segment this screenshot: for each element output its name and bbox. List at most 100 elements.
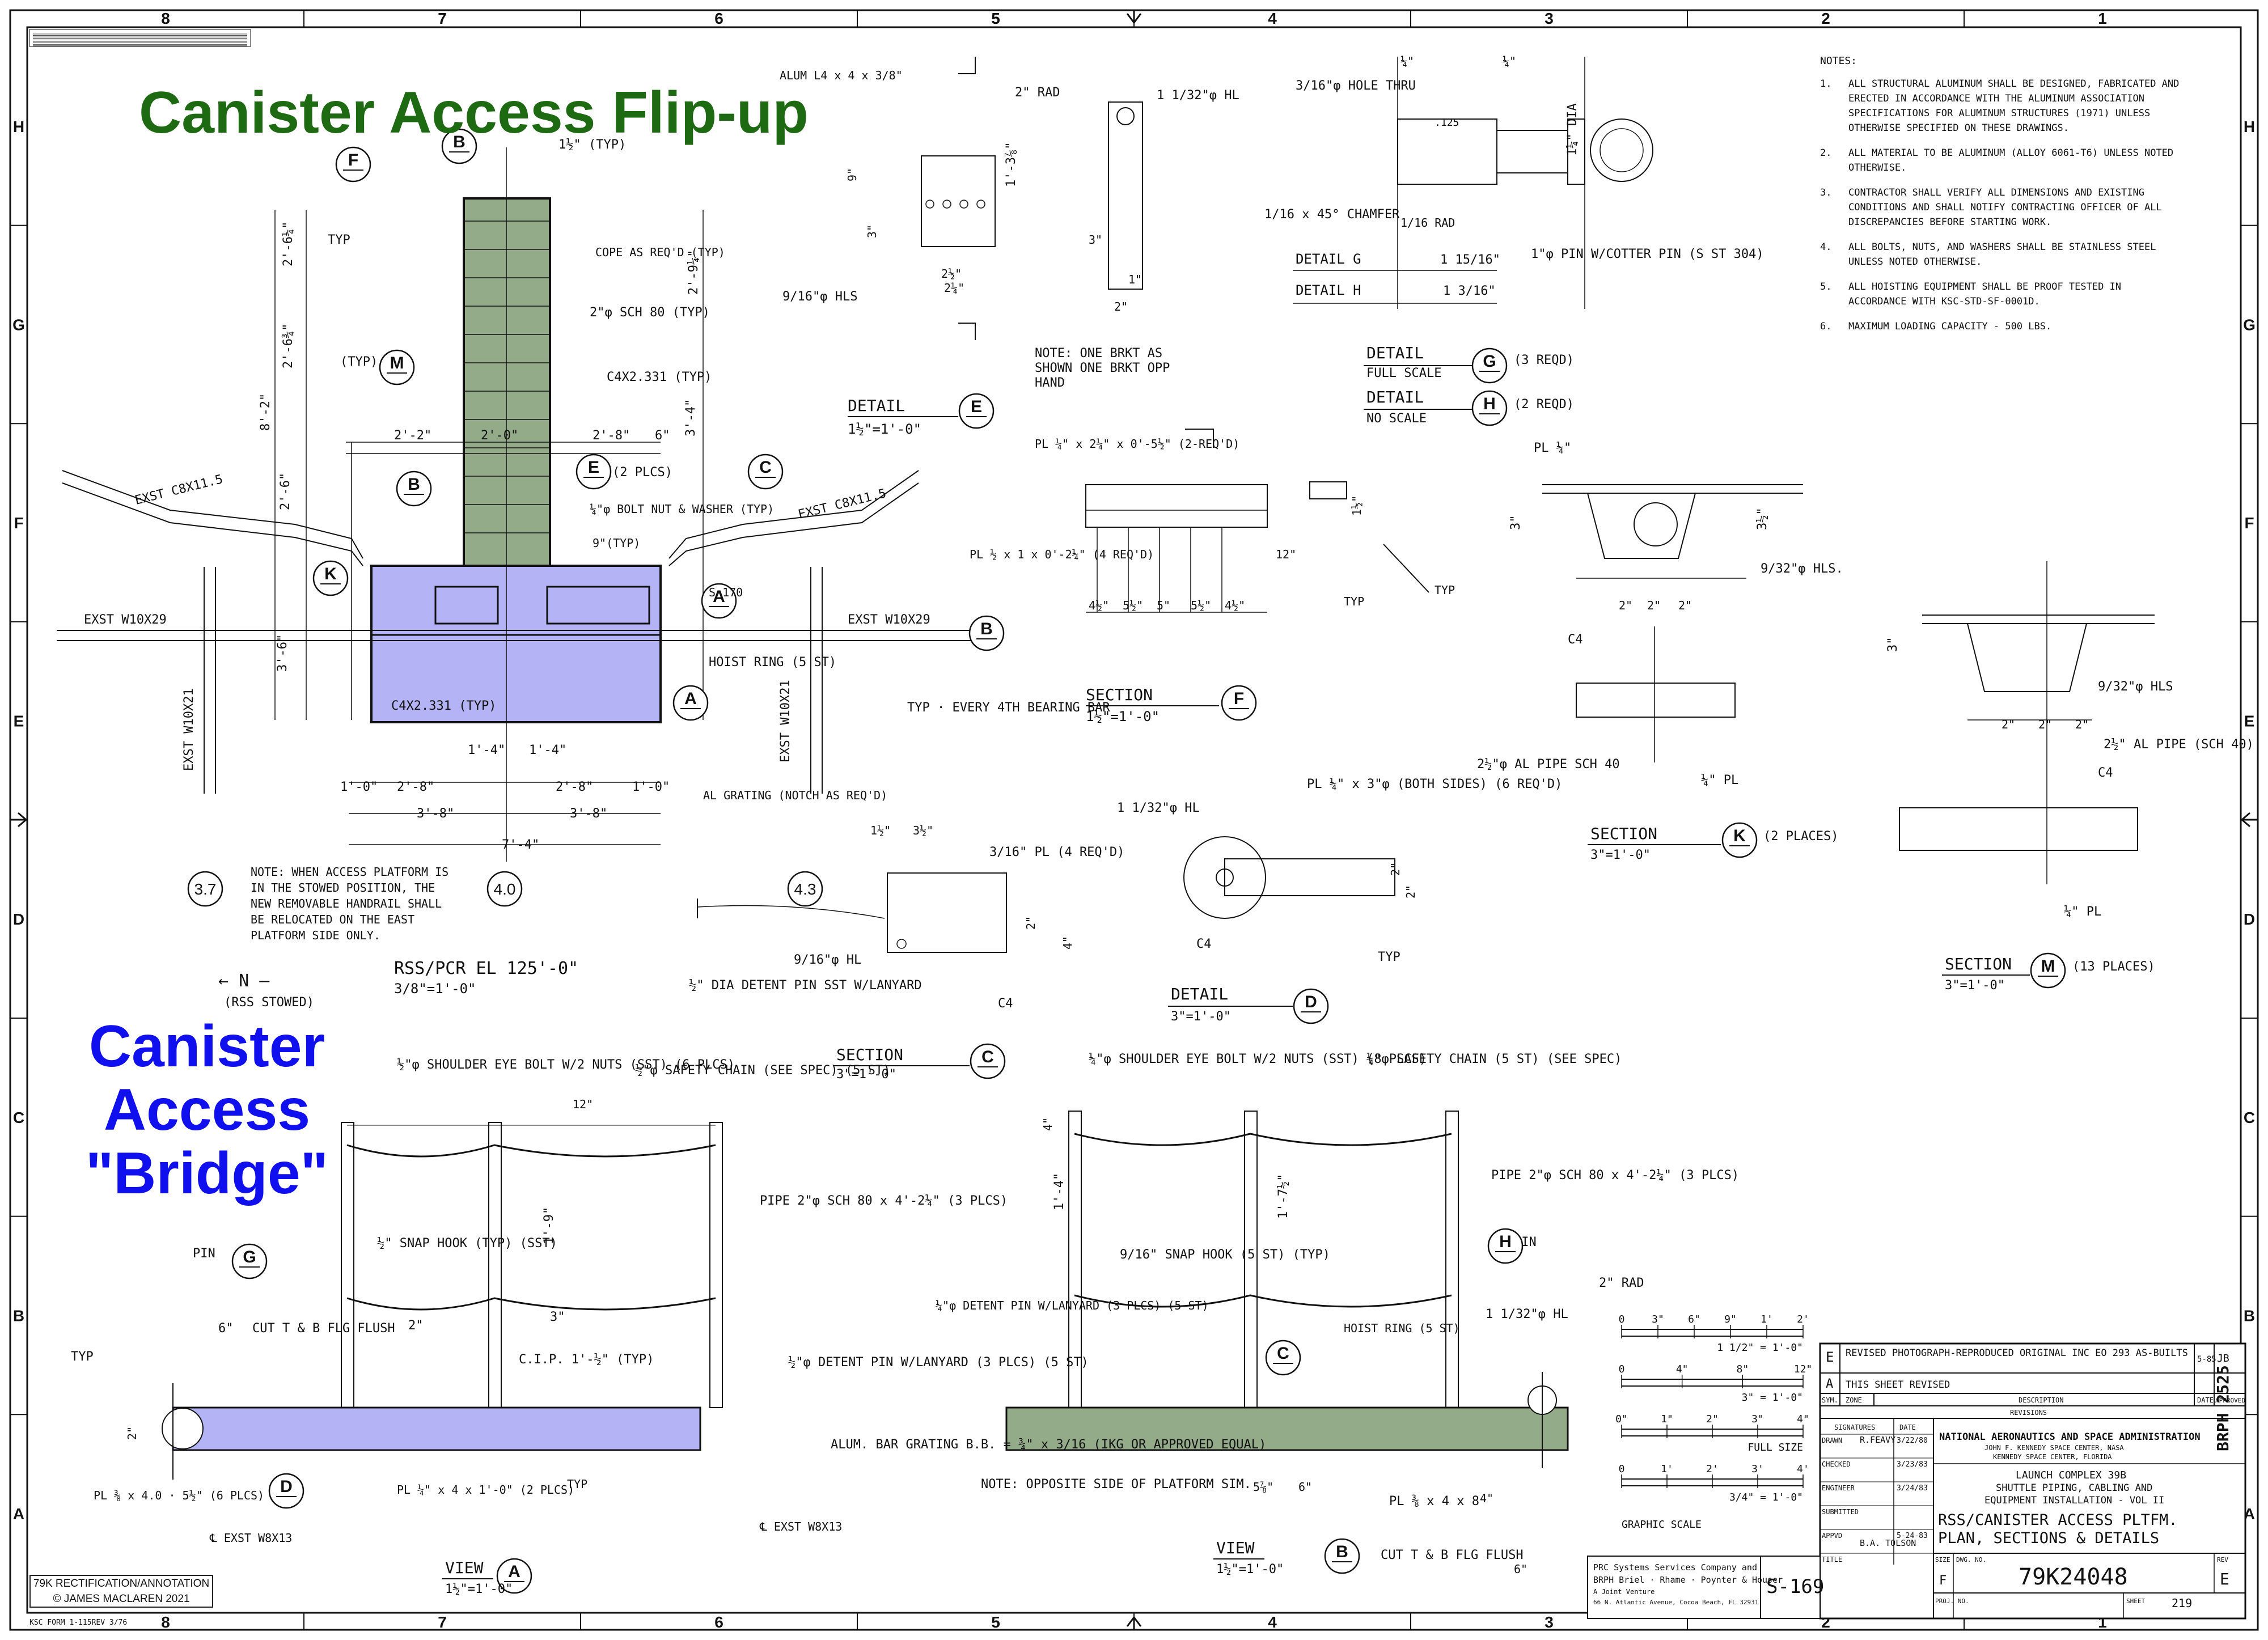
bolt-hole — [959, 200, 968, 209]
column-marker: 3 — [1545, 1613, 1554, 1631]
drawing-label: PRC Systems Services Company and — [1593, 1562, 1757, 1573]
drawing-label: TYP · EVERY 4TH BEARING BAR — [907, 701, 1110, 715]
bubble-letter: B — [980, 620, 993, 638]
drawing-label: 6" — [1298, 1480, 1312, 1494]
drawing-label: ALUM L4 x 4 x 3/8" — [780, 69, 903, 82]
drawing-label: THIS SHEET REVISED — [1846, 1379, 1950, 1391]
section-bubble-a — [701, 583, 737, 619]
section-bubble-b — [441, 128, 477, 164]
drawing-label: 3" — [865, 224, 879, 238]
flip-up-highlight — [464, 198, 550, 566]
section-bubble-a — [672, 685, 709, 721]
plan-dimension: 2'-8" — [593, 429, 630, 443]
drawing-label: 2" — [1647, 599, 1661, 612]
drawing-label: 4" — [1480, 1491, 1493, 1505]
flip-up-deck — [1005, 1406, 1569, 1451]
drawing-label: DETAIL — [1366, 388, 1424, 406]
section-arrow — [1185, 429, 1214, 448]
drawing-label: 9/16"φ HLS — [782, 290, 857, 304]
drawing-label: SECTION — [1590, 824, 1657, 843]
drawing-label: (TYP) — [340, 355, 378, 369]
drawing-label: 66 N. Atlantic Avenue, Cocoa Beach, FL 3… — [1593, 1599, 1758, 1606]
drawing-label: E — [2220, 1570, 2229, 1588]
drawing-label: EXST W10X29 — [84, 613, 167, 627]
drawing-label: ¼"φ BOLT NUT & WASHER (TYP) — [590, 502, 774, 516]
section-bubble-d — [1293, 988, 1329, 1024]
drawing-label: ½"φ SHOULDER EYE BOLT W/2 NUTS (SST) (6 … — [397, 1058, 735, 1072]
drawing-label: PL ⅜ x 4.0 · 5½" (6 PLCS) — [94, 1489, 264, 1502]
fine-print-box — [29, 29, 251, 47]
detail-d-channel — [1224, 858, 1395, 896]
leader-line — [1383, 544, 1429, 593]
drawing-label: 3/24/83 — [1897, 1484, 1928, 1493]
drawing-label: APPVD — [1822, 1532, 1842, 1540]
scale-tick-label: 0 — [1619, 1363, 1625, 1375]
bubble-letter: D — [1305, 993, 1317, 1011]
handrail-post — [1445, 1111, 1459, 1408]
section-bubble-k — [312, 560, 349, 596]
column-marker: 4 — [1268, 1613, 1277, 1631]
plan-dimension: 8'-2" — [259, 393, 273, 431]
row-marker: H — [2244, 118, 2255, 135]
drawing-label: 3"=1'-0" — [836, 1067, 896, 1082]
column-marker: 5 — [991, 10, 1000, 27]
section-bubble-c — [970, 1043, 1006, 1079]
drawing-label: EXST W10X29 — [848, 613, 930, 627]
exst-c8-right — [62, 482, 363, 566]
bubble-letter: B — [453, 133, 466, 151]
drawing-label: 2" — [2038, 718, 2052, 731]
plan-dimension: 2'-8" — [556, 780, 593, 794]
column-marker: 6 — [714, 10, 723, 27]
drawing-label: 1½"=1'-0" — [1086, 709, 1160, 724]
drawing-label: ¼" — [1400, 54, 1414, 68]
drawing-label: DWG. NO. — [1956, 1556, 1986, 1563]
scale-tick-label: 2' — [1706, 1463, 1719, 1475]
drawing-label: 1/16 RAD — [1400, 216, 1455, 230]
drawing-label: SIZE — [1935, 1556, 1950, 1563]
drawing-label: PROJ. NO. — [1935, 1597, 1969, 1605]
bubble-letter: F — [1234, 689, 1244, 708]
section-arrow — [958, 57, 976, 74]
column-marker: 5 — [991, 1613, 1000, 1631]
drawing-label: 1'-7½" — [1276, 1174, 1290, 1219]
plan-dimension: 6" — [655, 429, 670, 443]
plan-dimension: 1'-0" — [632, 780, 670, 794]
section-f-channel — [1085, 484, 1268, 528]
drawing-label: SECTION — [1086, 685, 1153, 704]
drawing-label: 2¼" — [944, 281, 964, 295]
drawing-label: NATIONAL AERONAUTICS AND SPACE ADMINISTR… — [1939, 1431, 2201, 1443]
plan-dimension: 2'-0" — [481, 429, 518, 443]
section-f-detail — [1309, 481, 1347, 499]
drawing-label: EQUIPMENT INSTALLATION - VOL II — [1984, 1495, 2164, 1506]
drawing-label: 9"(TYP) — [593, 536, 640, 550]
bubble-letter: H — [1499, 1232, 1512, 1251]
drawing-label: EXST W10X21 — [182, 688, 196, 771]
drawing-label: 2½" AL PIPE (SCH 40) — [2104, 738, 2254, 752]
drawing-label: 9/16"φ HL — [794, 953, 861, 967]
drawing-label: DETAIL G — [1296, 251, 1361, 267]
drawing-label: COPE AS REQ'D (TYP) — [595, 245, 725, 259]
drawing-label: 3½" — [913, 824, 933, 837]
note-item: 1.ALL STRUCTURAL ALUMINUM SHALL BE DESIG… — [1820, 78, 2180, 134]
scale-tick-label: 4' — [1797, 1463, 1809, 1475]
drawing-label: 4" — [1041, 1117, 1055, 1131]
column-marker: 7 — [438, 1613, 447, 1631]
notes-heading: NOTES: — [1820, 55, 1857, 67]
scale-tick-label: 3" — [1652, 1313, 1664, 1325]
drawing-label: ¼" PL — [2064, 905, 2101, 919]
drawing-label: 3/22/80 — [1897, 1436, 1928, 1445]
drawing-label: SHUTTLE PIPING, CABLING AND — [1996, 1482, 2152, 1494]
handrail-post — [341, 1122, 354, 1408]
row-marker: D — [13, 910, 24, 928]
drawing-label: 1½"=1'-0" — [848, 421, 921, 437]
drawing-label: 5⅞" — [1253, 1480, 1273, 1494]
row-marker: F — [2244, 514, 2254, 532]
drawing-label: ½" DIA DETENT PIN SST W/LANYARD — [689, 978, 922, 993]
scale-tick-label: 3" — [1751, 1413, 1764, 1425]
section-bubble-h — [1471, 390, 1508, 426]
drawing-label: JOHN F. KENNEDY SPACE CENTER, NASA — [1984, 1444, 2124, 1452]
section-bubble-m — [2030, 952, 2066, 989]
drawing-label: (3 REQD) — [1514, 353, 1574, 367]
drawing-label: NO SCALE — [1366, 412, 1427, 426]
